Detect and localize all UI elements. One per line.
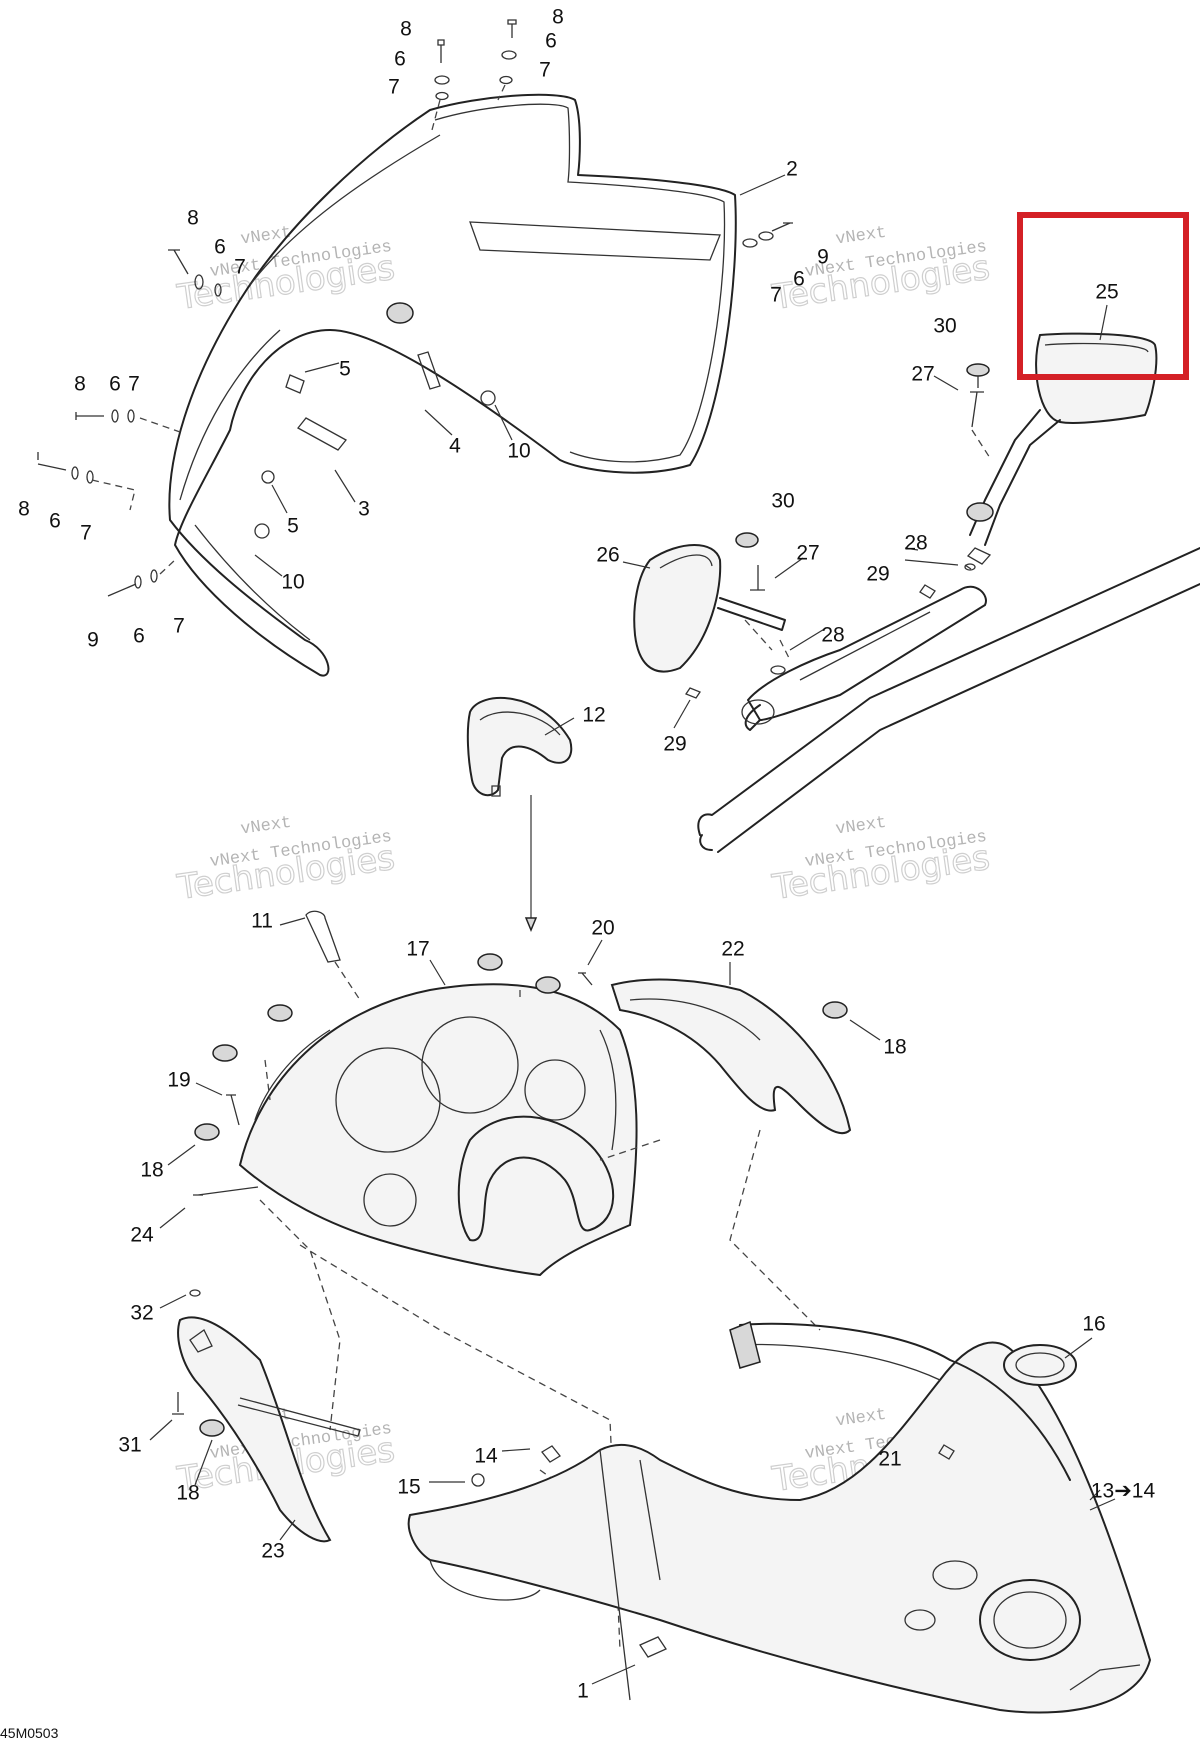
- handlebar-part: [697, 547, 1200, 853]
- mirror-left-part: [633, 532, 786, 699]
- callout-label: 29: [866, 563, 889, 586]
- callout-label: 22: [721, 938, 744, 961]
- callout-label: 26: [596, 544, 619, 567]
- callout-label: 15: [397, 1476, 420, 1499]
- callout-label: 30: [933, 315, 956, 338]
- callout-label: 27: [796, 542, 819, 565]
- callout-label: 8: [187, 207, 199, 230]
- callout-label: 6: [214, 236, 226, 259]
- lower-body-part: [407, 1320, 1152, 1714]
- cover-part: [466, 696, 573, 797]
- leader-lines: [149, 174, 1116, 1685]
- callout-label: 7: [128, 373, 140, 396]
- callout-label: 8: [400, 18, 412, 41]
- side-panel-part: [172, 1289, 361, 1543]
- callout-label: 7: [234, 256, 246, 279]
- callout-label: 21: [878, 1448, 901, 1471]
- callout-label: 27: [911, 363, 934, 386]
- callout-label: 18: [176, 1482, 199, 1505]
- callout-label: 3: [358, 498, 370, 521]
- callout-label: 6: [394, 48, 406, 71]
- callout-label: 13➔14: [1091, 1480, 1156, 1503]
- callout-label: 32: [130, 1302, 153, 1325]
- windshield-part: [168, 93, 737, 677]
- svg-text:vNext: vNext: [834, 1406, 887, 1432]
- callout-label: 25: [1095, 281, 1118, 304]
- callout-label: 18: [883, 1036, 906, 1059]
- assembly-lines: [259, 1129, 821, 1651]
- watermark: vNext vNext Technologies Technologies: [174, 814, 398, 909]
- fasteners-top: [37, 19, 793, 597]
- callout-label: 7: [173, 615, 185, 638]
- callout-label: 9: [817, 246, 829, 269]
- callout-label: 7: [80, 522, 92, 545]
- svg-text:vNext: vNext: [239, 814, 292, 840]
- callout-label: 6: [545, 30, 557, 53]
- callout-label: 19: [167, 1069, 190, 1092]
- callout-label: 5: [287, 515, 299, 538]
- callout-label: 8: [552, 6, 564, 29]
- watermark: vNext vNext Technologies Technologies: [769, 224, 993, 319]
- watermark: vNext vNext Technologies Technologies: [174, 224, 398, 319]
- callout-label: 10: [507, 440, 530, 463]
- mirror-right-part: [919, 332, 1158, 599]
- callout-label: 1: [577, 1680, 589, 1703]
- callout-label: 28: [904, 532, 927, 555]
- callout-label: 18: [140, 1159, 163, 1182]
- callout-label: 2: [786, 158, 798, 181]
- watermark: vNext vNext Technologies Technologies: [769, 814, 993, 909]
- callout-label: 7: [539, 59, 551, 82]
- callout-label: 6: [793, 268, 805, 291]
- callout-label: 9: [87, 629, 99, 652]
- callout-label: 28: [821, 624, 844, 647]
- callout-label: 8: [74, 373, 86, 396]
- callout-label: 23: [261, 1540, 284, 1563]
- callout-label: 12: [582, 704, 605, 727]
- callout-label: 24: [130, 1224, 154, 1247]
- callout-label: 11: [251, 910, 273, 933]
- assembly-arrowhead: [524, 917, 538, 932]
- callout-label: 7: [388, 76, 400, 99]
- callout-label: 29: [663, 733, 686, 756]
- callout-label: 31: [118, 1434, 141, 1457]
- callout-label: 14: [474, 1445, 498, 1468]
- callout-label: 7: [770, 284, 782, 307]
- highlight-box: [1017, 212, 1189, 380]
- callout-label: 6: [109, 373, 121, 396]
- callout-label: 6: [133, 625, 145, 648]
- watermarks: vNext vNext Technologies Technologies vN…: [174, 224, 993, 1501]
- instrument-panel-part: [193, 910, 638, 1277]
- callout-label: 16: [1082, 1313, 1105, 1336]
- bracket-part: [610, 978, 852, 1135]
- callout-label: 30: [771, 490, 794, 513]
- callout-label: 5: [339, 358, 351, 381]
- callout-label: 10: [281, 571, 304, 594]
- callout-label: 8: [18, 498, 30, 521]
- callout-label: 17: [406, 938, 429, 961]
- diagram-code: 45M0503: [0, 1725, 59, 1741]
- svg-text:vNext: vNext: [834, 814, 887, 840]
- svg-text:vNext: vNext: [834, 224, 887, 250]
- callout-label: 4: [449, 435, 461, 458]
- callout-label: 6: [49, 510, 61, 533]
- callout-label: 20: [591, 917, 614, 940]
